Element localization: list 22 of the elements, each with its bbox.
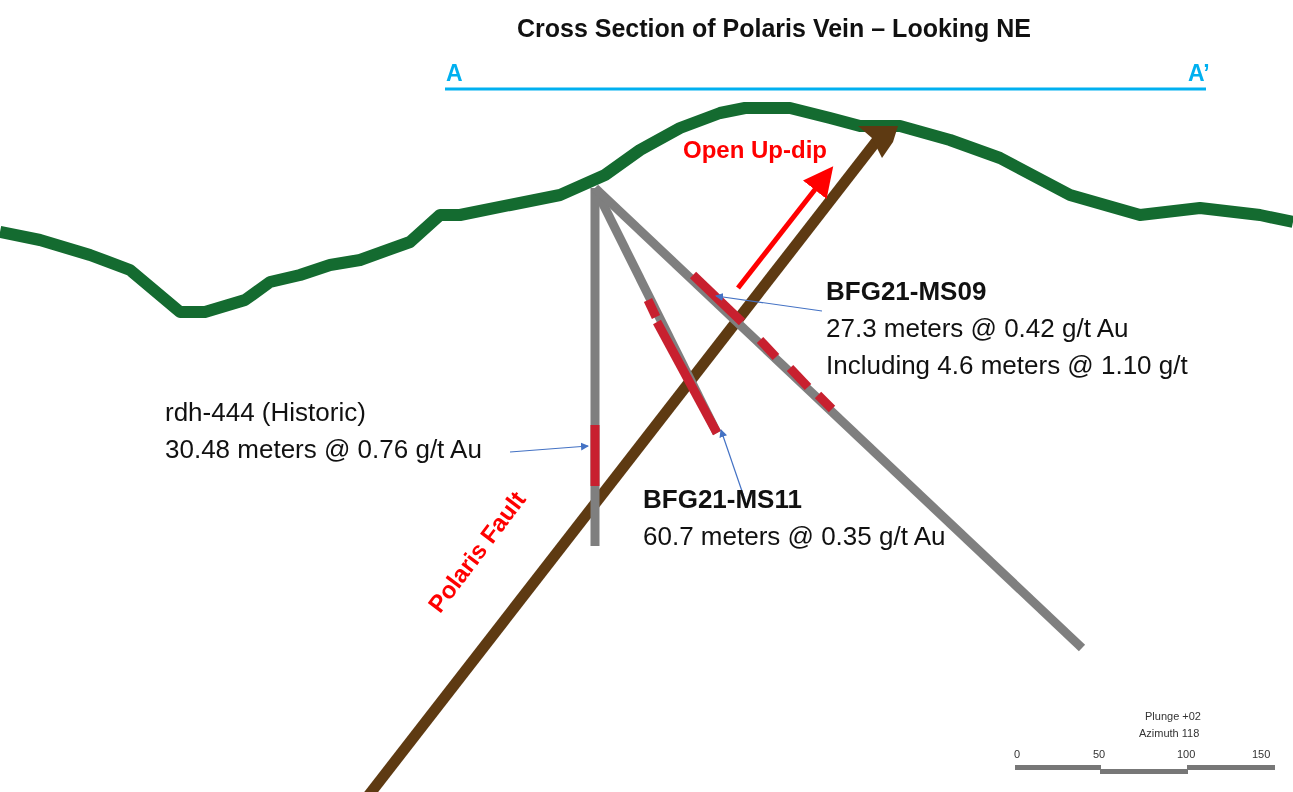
- scale-value: 50: [1093, 748, 1106, 760]
- ore-intercept: [689, 271, 746, 326]
- azimuth-label: Azimuth 118: [1139, 727, 1200, 739]
- diagram-title: Cross Section of Polaris Vein – Looking NE: [516, 14, 1032, 43]
- assay-result-text: 60.7 meters @ 0.35 g/t Au: [643, 520, 946, 553]
- drill-hole-name: rdh-444 (Historic): [165, 396, 367, 429]
- assay-result-text: Including 4.6 meters @ 1.10 g/t: [826, 349, 1188, 382]
- drill-hole-name: BFG21-MS09: [826, 275, 988, 308]
- ore-intercept: [653, 319, 721, 436]
- drill-hole-name: BFG21-MS11: [643, 483, 803, 516]
- up-dip-label: Open Up-dip: [683, 136, 827, 164]
- leader-arrow: [715, 293, 823, 312]
- plunge-label: Plunge +02: [1145, 710, 1201, 722]
- section-end-label: A: [446, 60, 463, 87]
- assay-result-text: 27.3 meters @ 0.42 g/t Au: [826, 312, 1130, 345]
- assay-result-text: 30.48 meters @ 0.76 g/t Au: [165, 433, 482, 466]
- scale-value: 0: [1014, 748, 1021, 760]
- section-end-label: A’: [1188, 60, 1210, 87]
- ore-intercept: [590, 425, 600, 486]
- leader-arrow: [509, 442, 589, 453]
- scale-value: 150: [1252, 748, 1271, 760]
- scale-value: 100: [1177, 748, 1196, 760]
